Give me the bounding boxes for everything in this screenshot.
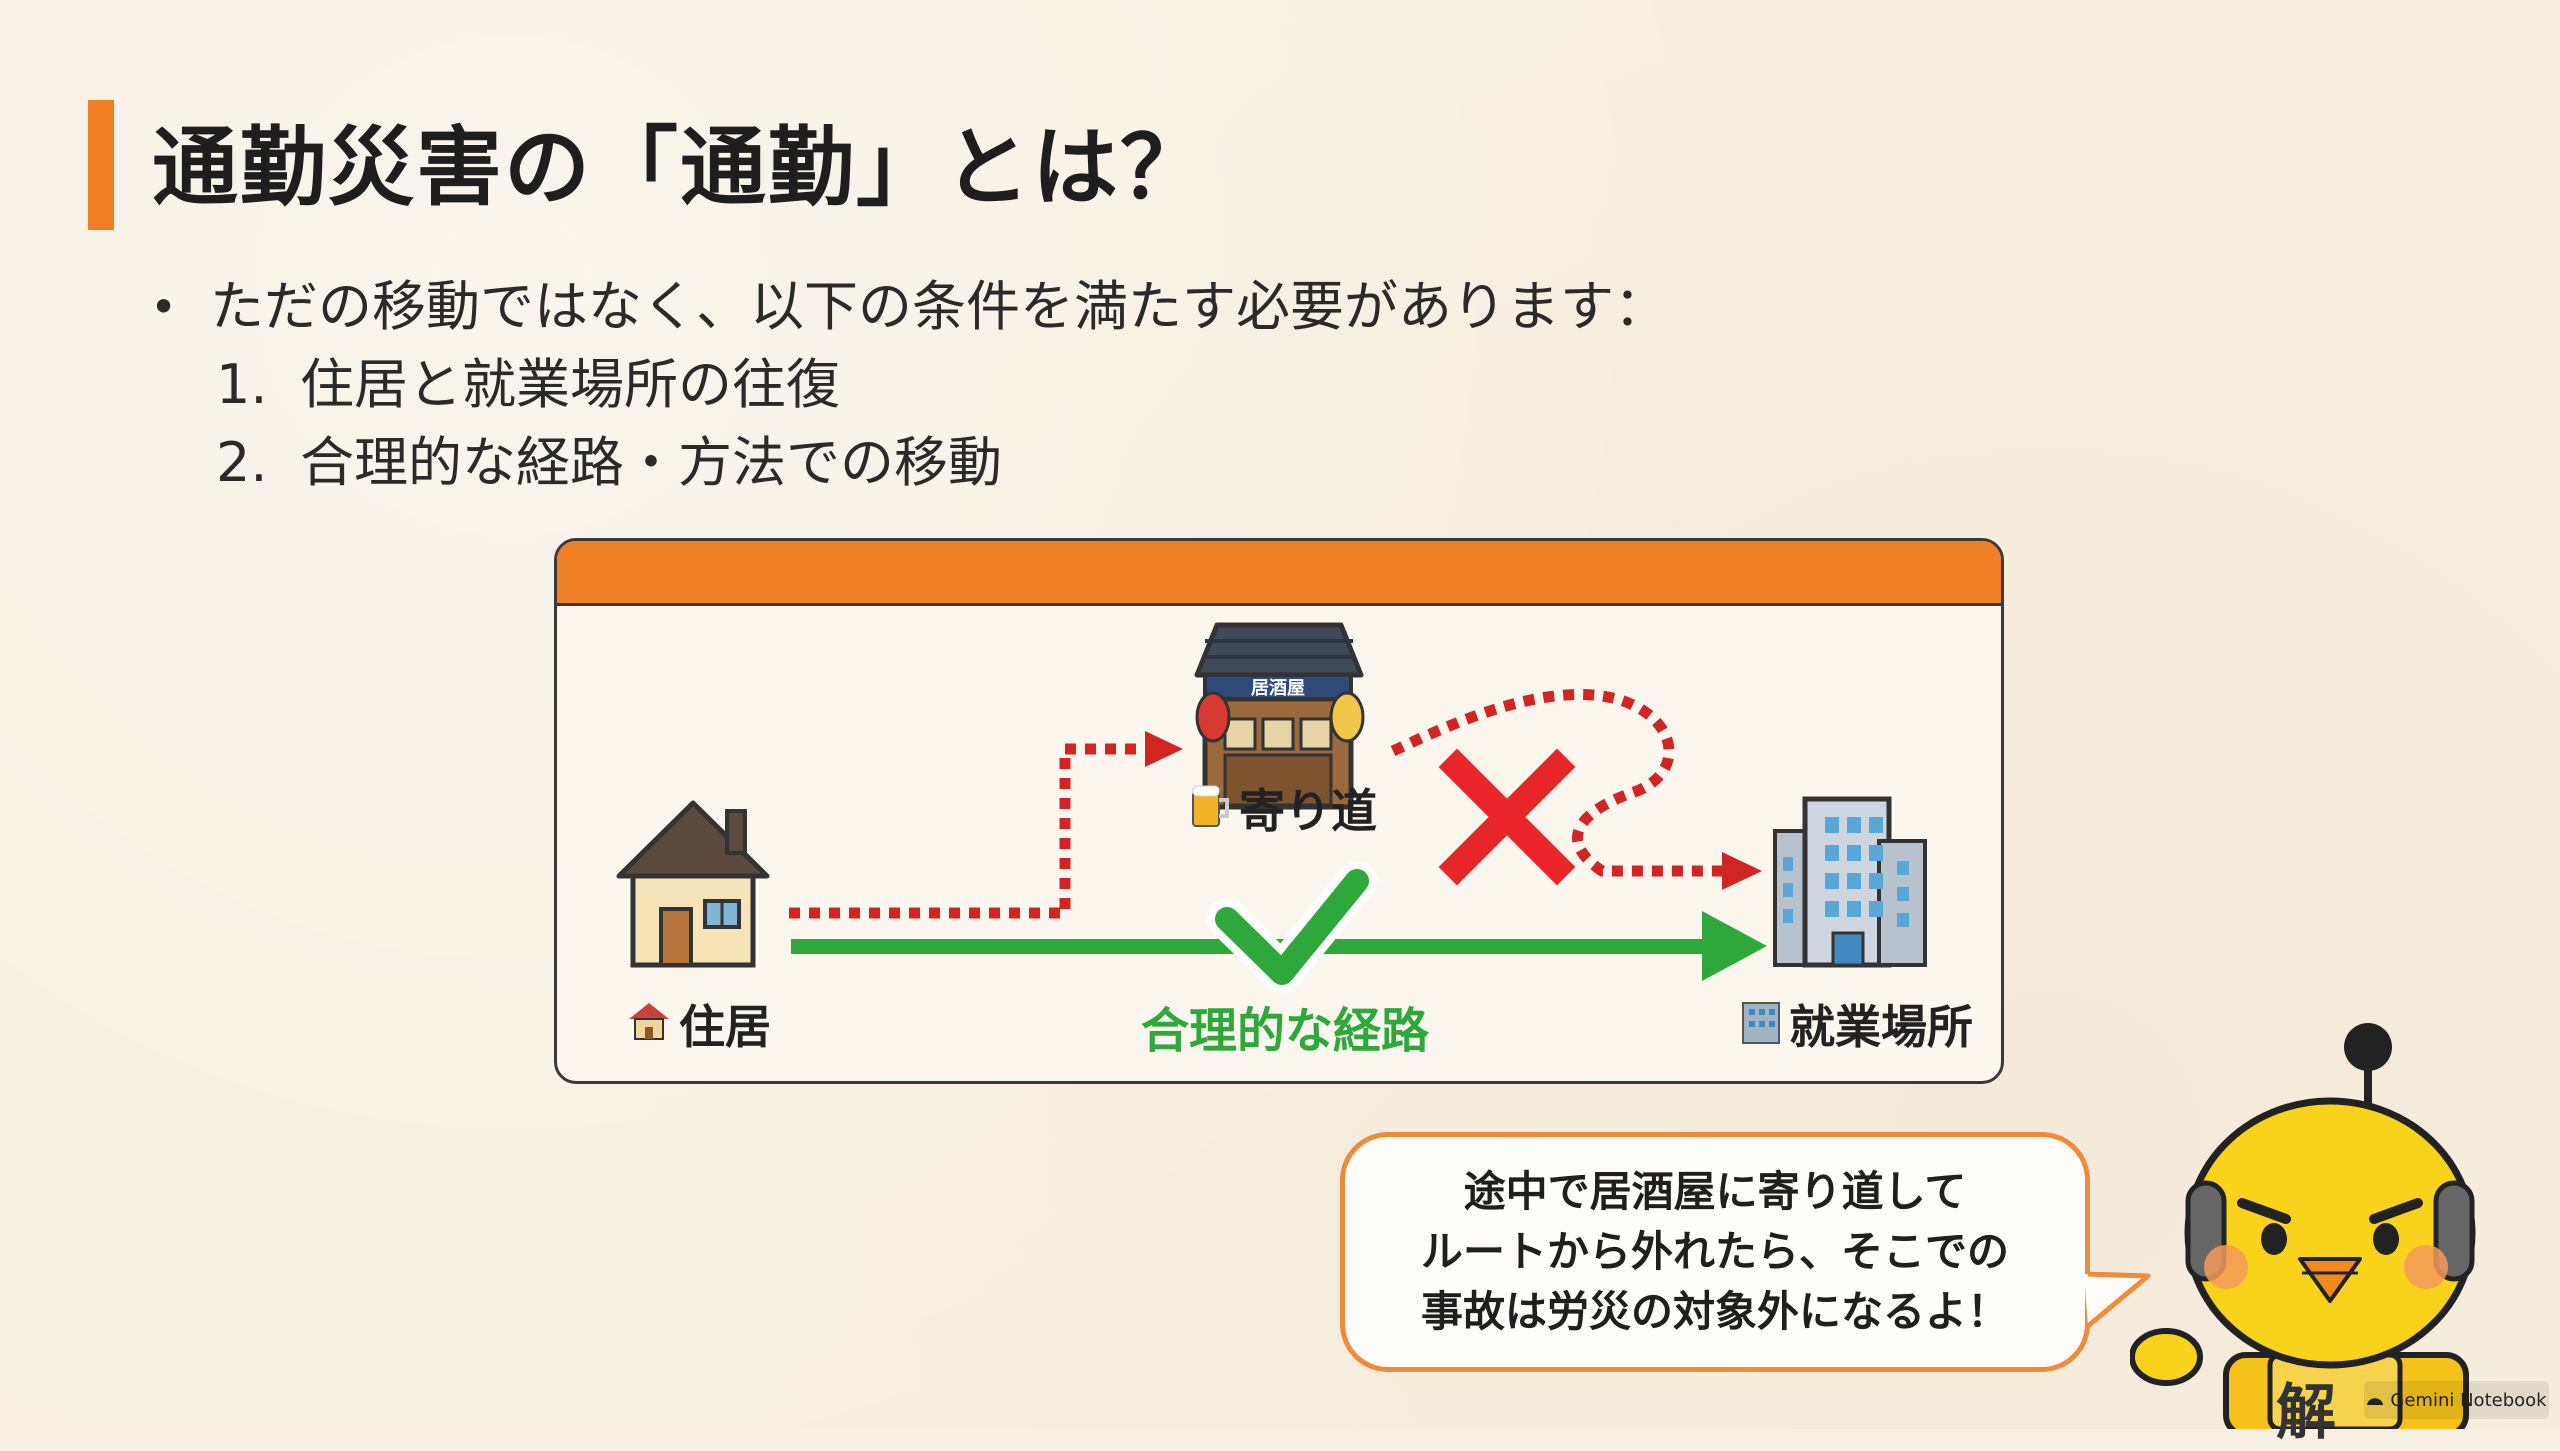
commute-diagram-panel: 居酒屋 (554, 538, 2004, 1084)
cross-icon (1438, 748, 1576, 886)
bullet-main: • ただの移動ではなく、以下の条件を満たす必要があります： (150, 268, 1668, 346)
home-mini-icon (625, 997, 673, 1052)
diagram-canvas: 居酒屋 (616, 622, 1927, 993)
valid-route-label: 合理的な経路 (1141, 1003, 1430, 1059)
home-label: 住居 (625, 991, 771, 1057)
speech-bubble: 途中で居酒屋に寄り道して ルートから外れたら、そこでの 事故は労災の対象外になる… (1340, 1132, 2090, 1372)
watermark-text: Gemini Notebook (2390, 1389, 2547, 1411)
page-title: 通勤災害の「通勤」とは？ (152, 118, 1208, 218)
numbered-item-2: 2. 合理的な経路・方法での移動 (150, 424, 1668, 502)
mascot-character (2130, 1023, 2476, 1429)
bullet-dot-icon: • (150, 280, 178, 334)
detour-route (789, 689, 1762, 919)
home-label-text: 住居 (679, 1000, 771, 1054)
office-building-icon (1773, 796, 1927, 968)
house-icon (616, 800, 770, 968)
izakaya-sign-text: 居酒屋 (1251, 677, 1305, 699)
numbered-item-1: 1. 住居と就業場所の往復 (150, 346, 1668, 424)
detour-label-text: 寄り道 (1239, 784, 1377, 838)
izakaya-icon: 居酒屋 (1194, 622, 1365, 810)
work-label-text: 就業場所 (1789, 1000, 1973, 1054)
panel-header-bar (557, 541, 2001, 606)
watermark: Gemini Notebook (2364, 1381, 2549, 1419)
item-number: 1. (216, 353, 268, 416)
office-mini-icon (1739, 997, 1783, 1052)
bubble-line-1: 途中で居酒屋に寄り道して (1463, 1167, 1967, 1216)
check-icon (1207, 861, 1377, 993)
detour-label: 寄り道 (1187, 775, 1377, 841)
speech-bubble-tail (2084, 1272, 2151, 1328)
notebook-icon (2366, 1390, 2384, 1411)
bubble-line-3: 事故は労災の対象外になるよ！ (1420, 1287, 2009, 1336)
mascot-badge-text: 解 (2276, 1378, 2336, 1448)
bubble-line-2: ルートから外れたら、そこでの (1420, 1227, 2009, 1276)
title-accent-bar (88, 100, 114, 230)
item-text: 合理的な経路・方法での移動 (300, 431, 1002, 494)
item-text: 住居と就業場所の往復 (300, 353, 840, 416)
bullet-main-text: ただの移動ではなく、以下の条件を満たす必要があります： (210, 275, 1668, 338)
item-number: 2. (216, 431, 268, 494)
work-label: 就業場所 (1739, 991, 1973, 1057)
bullet-list: • ただの移動ではなく、以下の条件を満たす必要があります： 1. 住居と就業場所… (150, 268, 1668, 502)
beer-icon (1187, 780, 1233, 837)
